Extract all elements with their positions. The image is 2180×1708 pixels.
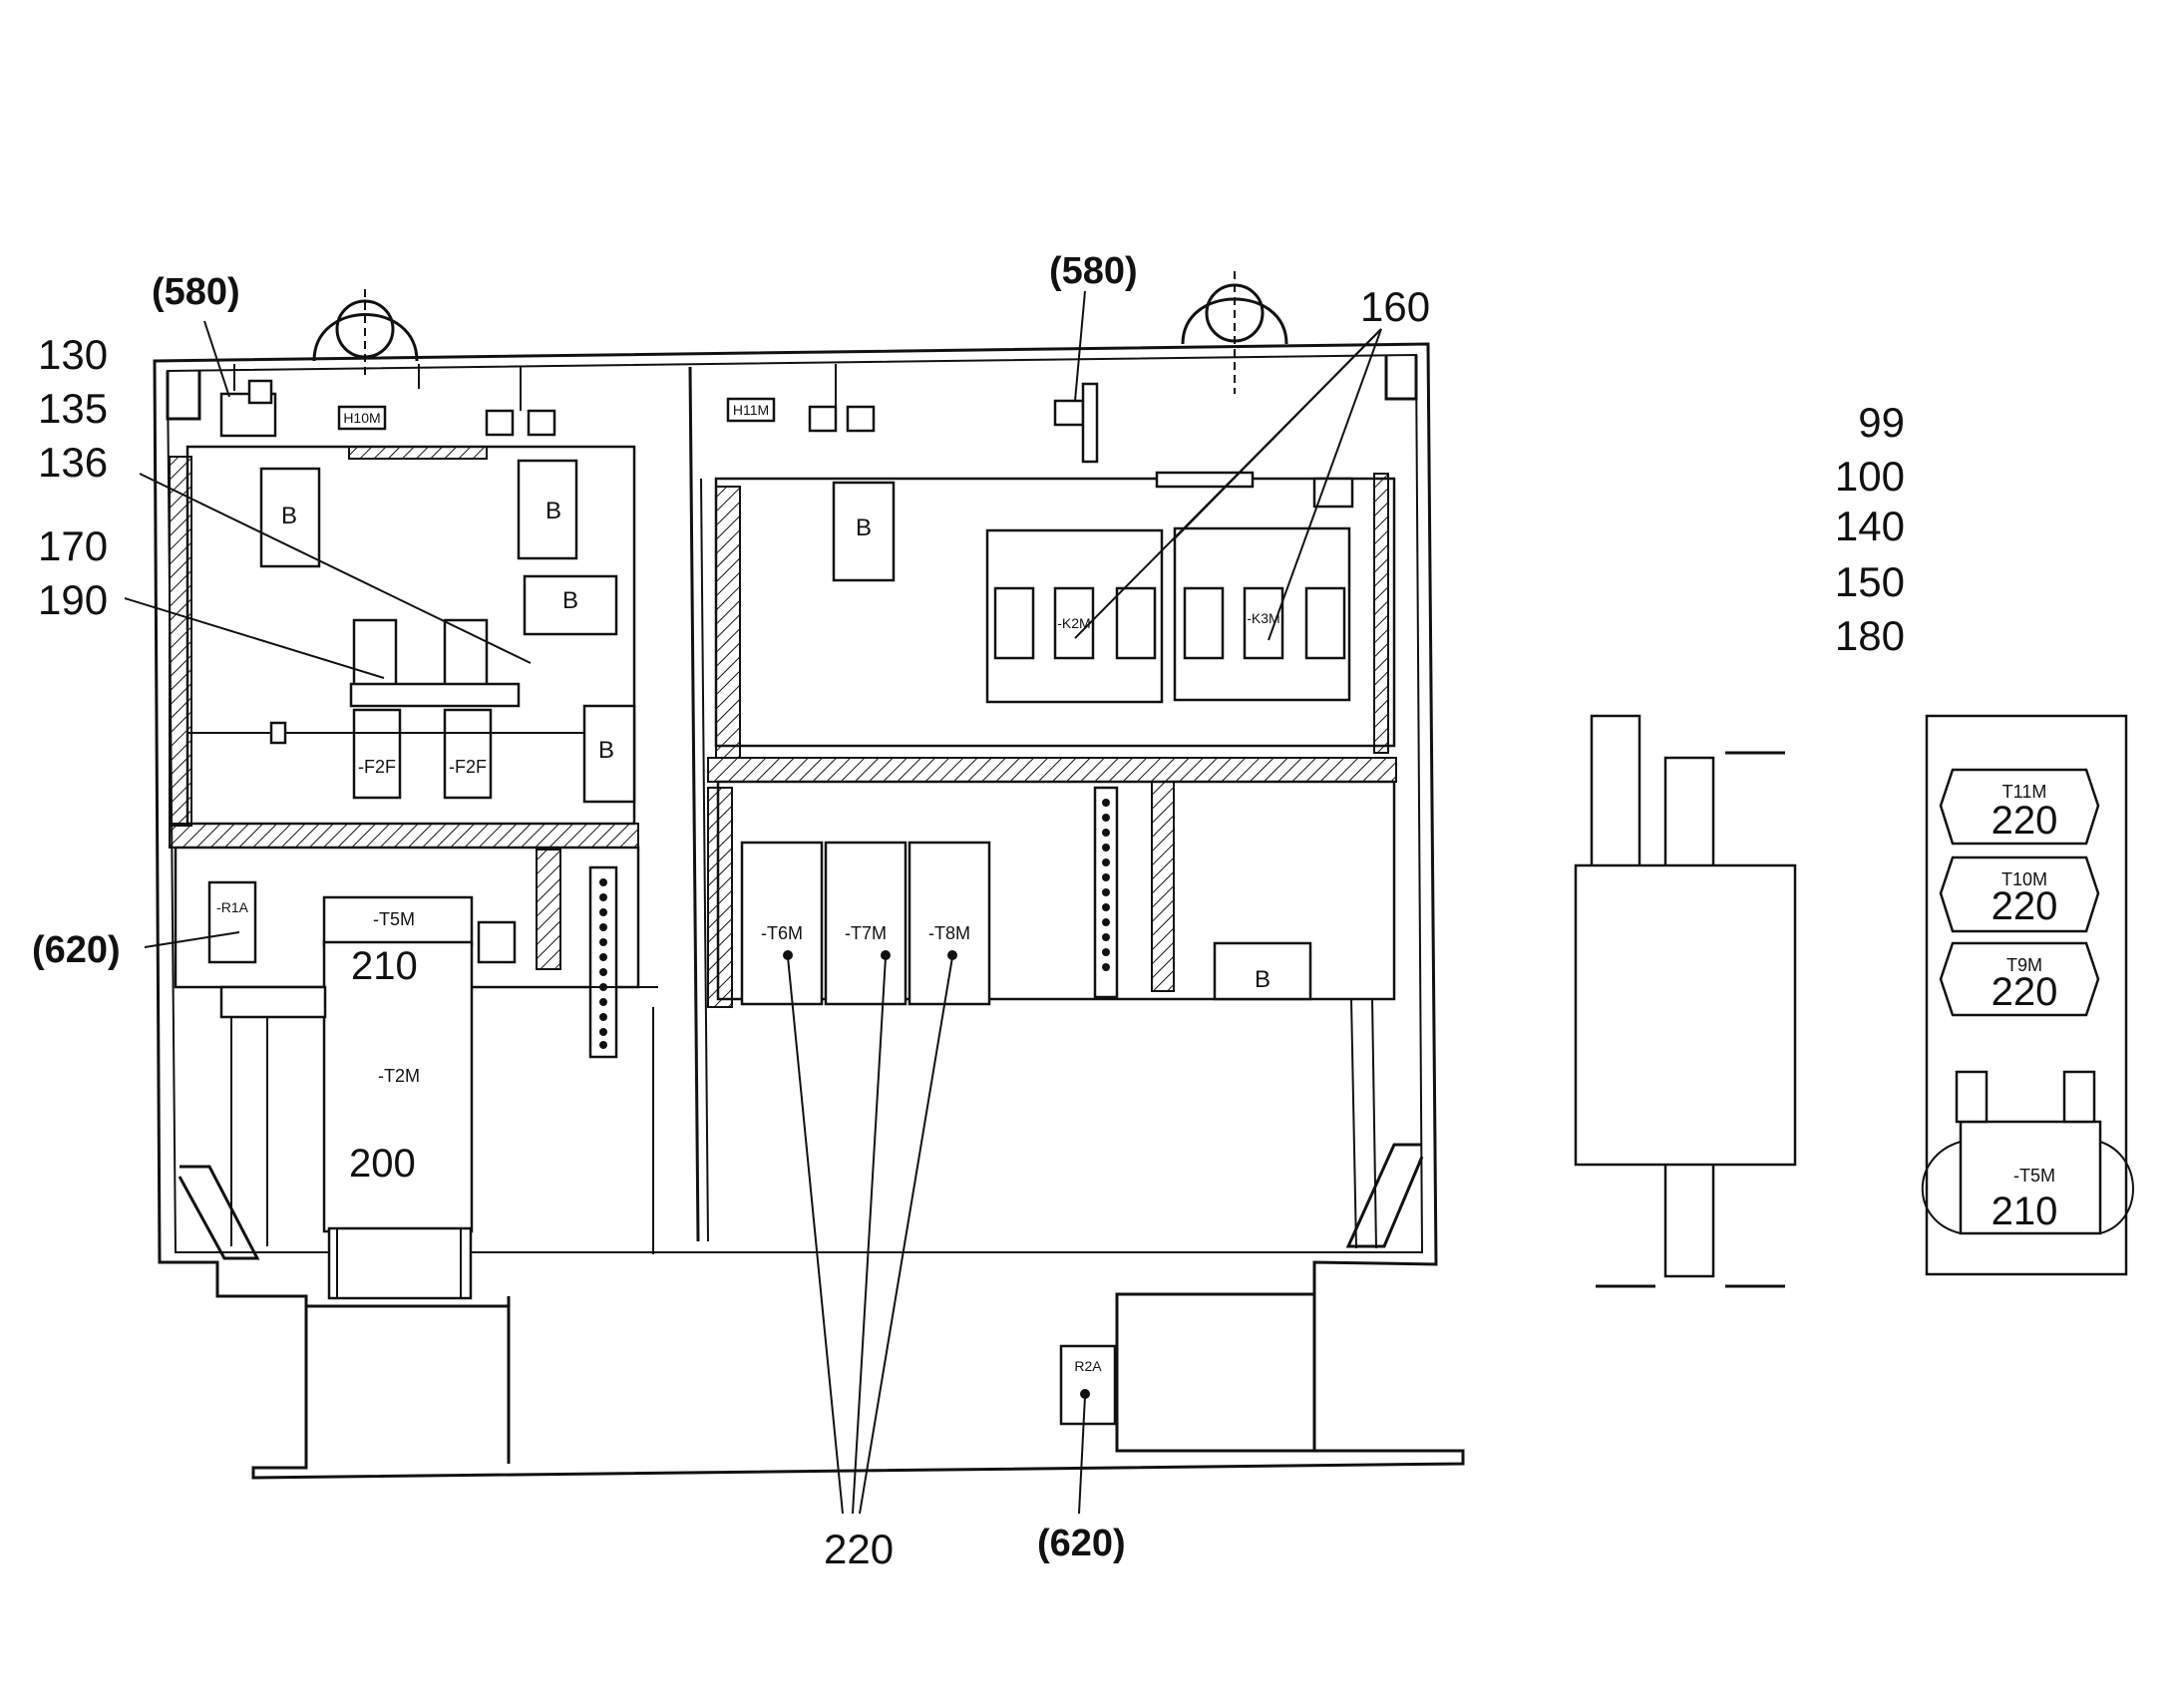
ref-190: 190 xyxy=(38,576,108,623)
ref-180: 180 xyxy=(1835,612,1905,659)
t11m-label: T11M xyxy=(2002,782,2047,802)
ref-100: 100 xyxy=(1835,453,1905,500)
transformers-t6-t8: -T6M -T7M -T8M xyxy=(740,841,991,1006)
h11m-label: H11M xyxy=(733,402,769,418)
relay-modules: -K2M -K3M xyxy=(985,526,1351,704)
ref-220-bottom: 220 xyxy=(824,1526,894,1572)
b-label-6: B xyxy=(1255,966,1271,993)
t6m-label: -T6M xyxy=(761,923,803,943)
b-label-5: B xyxy=(856,514,872,541)
ref-210-side: 210 xyxy=(1992,1190,2058,1233)
ref-130: 130 xyxy=(38,331,108,378)
f2f-label-1: -F2F xyxy=(358,757,396,777)
ref-99: 99 xyxy=(1858,399,1905,446)
ref-580-left: (580) xyxy=(152,271,240,313)
lifting-eye-right xyxy=(1181,271,1288,394)
ref-220-c: 220 xyxy=(1992,970,2058,1014)
main-cabinet: B B B B -F2F -F2F H10M -R1A xyxy=(153,271,1465,1480)
r2a-label: R2A xyxy=(1074,1358,1102,1374)
terminal-strip-left xyxy=(599,878,607,1049)
ref-210-main: 210 xyxy=(351,944,418,988)
r1a-label: -R1A xyxy=(216,899,249,915)
ref-200: 200 xyxy=(349,1142,416,1186)
side-view-transformer xyxy=(1574,714,1797,1288)
ref-160: 160 xyxy=(1360,283,1430,330)
reference-numerals-right: 99 100 140 150 180 xyxy=(1835,399,1905,659)
ref-620-left: (620) xyxy=(32,929,121,971)
terminal-strip-right xyxy=(1102,799,1110,971)
ref-220-b: 220 xyxy=(1992,884,2058,928)
k3m-label: -K3M xyxy=(1247,610,1279,626)
b-label-2: B xyxy=(545,498,561,524)
b-label-3: B xyxy=(562,587,578,614)
reference-numerals-left: 130 135 136 170 190 xyxy=(38,331,108,623)
t5m-label: -T5M xyxy=(373,909,415,929)
t9m-label: T9M xyxy=(2006,955,2042,975)
k2m-label: -K2M xyxy=(1057,615,1090,631)
ref-140: 140 xyxy=(1835,503,1905,549)
ref-170: 170 xyxy=(38,522,108,569)
ref-620-bottom: (620) xyxy=(1037,1523,1126,1564)
b-label-1: B xyxy=(281,503,297,529)
t5m-side-label: -T5M xyxy=(2013,1166,2055,1186)
t2m-label: -T2M xyxy=(378,1066,420,1086)
ref-136: 136 xyxy=(38,439,108,486)
ref-150: 150 xyxy=(1835,558,1905,605)
ref-580-right: (580) xyxy=(1049,250,1138,292)
ref-220-a: 220 xyxy=(1992,799,2058,843)
side-panel: T11M T10M T9M -T5M xyxy=(1921,714,2134,1276)
lifting-eye-left xyxy=(312,289,419,379)
housing-outline xyxy=(153,342,1465,1480)
t10m-label: T10M xyxy=(2001,869,2047,889)
ref-135: 135 xyxy=(38,385,108,432)
t7m-label: -T7M xyxy=(845,923,887,943)
leader-lines xyxy=(124,290,1382,1515)
t8m-label: -T8M xyxy=(928,923,970,943)
b-label-4: B xyxy=(598,737,614,764)
f2f-label-2: -F2F xyxy=(449,757,487,777)
h10m-label: H10M xyxy=(343,410,380,426)
